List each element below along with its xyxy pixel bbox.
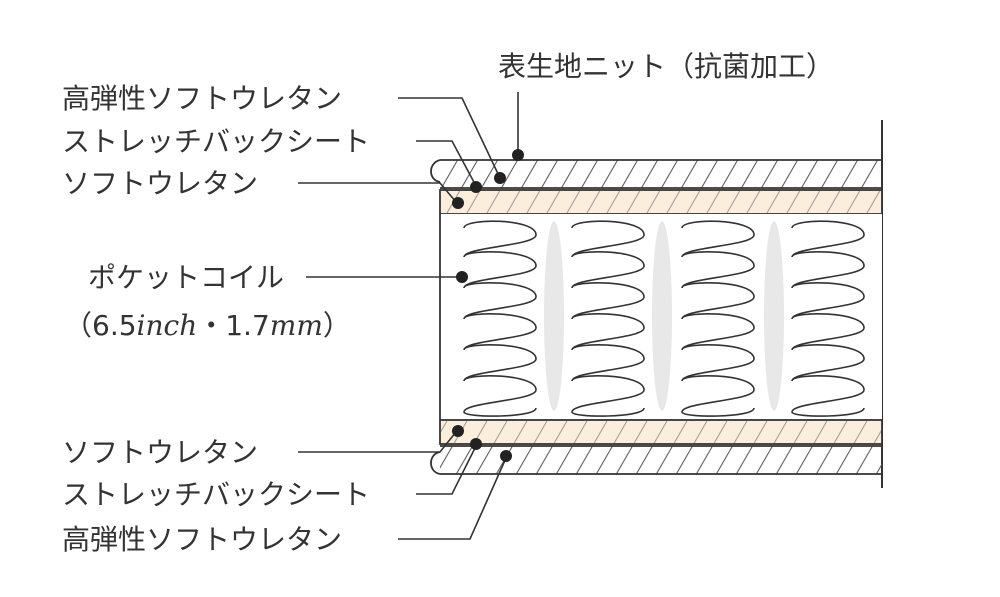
dot-top-stretch-sheet (470, 181, 482, 193)
label-bottom-stretch-sheet: ストレッチバックシート (62, 478, 370, 511)
label-top-surface: 表生地ニット（抗菌加工） (498, 50, 834, 83)
leader-top-high-resilience (398, 97, 501, 179)
label-bottom-soft-urethane: ソフトウレタン (62, 436, 258, 469)
leader-bottom-high-resilience (398, 457, 507, 540)
dot-top-soft-urethane (452, 197, 464, 209)
label-top-soft-urethane: ソフトウレタン (62, 167, 258, 200)
label-bottom-high-resilience: 高弾性ソフトウレタン (62, 523, 342, 556)
leader-bottom-soft-urethane (298, 431, 457, 453)
dot-coil (456, 271, 468, 283)
label-coil-name: ポケットコイル (88, 261, 284, 294)
leader-top-stretch-sheet (416, 140, 477, 187)
leader-bottom-stretch-sheet (416, 445, 477, 495)
bottom-urethane-layer (439, 419, 883, 445)
spring-coil (571, 220, 645, 417)
top-urethane-layer (439, 189, 883, 215)
spring-coil (463, 220, 537, 417)
spring-coil (681, 220, 755, 417)
spring-coil (791, 220, 865, 417)
label-coil-spec: （6.5inch・1.7mm） (64, 309, 351, 342)
dot-bottom-stretch-sheet (470, 438, 482, 450)
label-top-high-resilience: 高弾性ソフトウレタン (62, 82, 342, 115)
label-top-stretch-sheet: ストレッチバックシート (62, 125, 370, 158)
bottom-surface-layer (430, 445, 882, 475)
dot-top-high-resilience (494, 172, 506, 184)
top-surface-layer (430, 159, 882, 189)
dot-top-surface (512, 149, 524, 161)
pocket-coil-zone (439, 214, 882, 420)
leader-top-soft-urethane (298, 182, 457, 203)
dot-bottom-high-resilience (500, 450, 512, 462)
dot-bottom-soft-urethane (452, 425, 464, 437)
